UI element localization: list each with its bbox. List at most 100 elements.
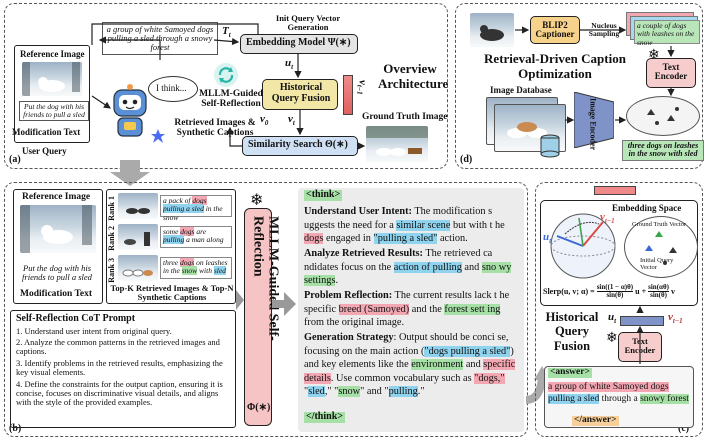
snowflake-icon-b: ❄ <box>250 192 264 209</box>
embedding-cloud-d <box>626 96 700 136</box>
ground-truth-label: Ground Truth Image <box>362 112 448 122</box>
embedding-space-label: Embedding Space <box>612 203 682 213</box>
retrieved-label: Retrieved Images & Synthetic Captions <box>174 118 256 138</box>
mllm-vertical-label: MLLM-Guided Self-Reflection <box>250 216 281 341</box>
answer-close-tag: </answer> <box>572 415 619 426</box>
cot-item-4: 4. Define the constraints for the output… <box>16 379 223 407</box>
panel-d-arrows <box>515 26 675 124</box>
user-query-label: User Query <box>22 146 67 156</box>
image-database-label: Image Database <box>490 85 552 95</box>
panel-c <box>535 182 703 437</box>
snowflake-icon-c: ❄ <box>606 331 618 346</box>
answer-open-tag: <answer> <box>548 367 592 378</box>
u-t-bar-label: ut <box>608 311 617 326</box>
user-query-box <box>14 45 90 143</box>
retrieval-driven-title: Retrieval-Driven Caption Optimization <box>484 51 626 81</box>
panel-a-tag: (a) <box>9 154 21 165</box>
cot-prompt-box <box>10 310 236 428</box>
embedding-model-box[interactable] <box>240 34 358 54</box>
mllm-symbol: Φ(∗) <box>247 402 271 413</box>
panel-a-arrows <box>91 23 366 150</box>
robot-icon <box>100 82 160 142</box>
historical-query-fusion-title: Historical Query Fusion <box>545 310 599 353</box>
mllm-guided-label: MLLM-Guided Self-Reflection <box>199 89 263 109</box>
nucleus-label: Nucleus Sampling <box>588 21 620 38</box>
rank2-caption: some dogs are pulling a man along <box>160 226 232 248</box>
panel-b-tag: (b) <box>9 423 22 434</box>
v-t1-bar-label: vt−1 <box>668 311 683 326</box>
similarity-label: Similarity Search Θ(∗) <box>248 139 348 150</box>
blip-label: BLIP2 Captioner <box>535 20 575 40</box>
think-bubble <box>148 76 198 102</box>
similarity-search-box[interactable] <box>242 136 358 156</box>
database-icon <box>540 134 560 158</box>
t-t-label: Tt <box>222 25 231 40</box>
think-open-tag: <think> <box>304 189 343 201</box>
topk-label: Top-K Retrieved Images & Top-N Synthetic… <box>110 283 234 302</box>
panel-b-arrows <box>236 290 296 316</box>
v-t-minus-1-label: vt−1 <box>355 80 369 95</box>
ground-truth-vector-label: Ground Truth Vector <box>632 221 687 228</box>
think-section-1: Understand User Intent: The modification… <box>304 206 505 245</box>
text-encoder-box-d[interactable] <box>646 58 696 88</box>
historical-fusion-label: Historical Query Fusion <box>271 82 331 104</box>
cot-title: Self-Reflection CoT Prompt <box>16 313 136 324</box>
panel-a <box>4 3 448 169</box>
modification-text-label-b: Modification Text <box>20 289 93 299</box>
star-logo-icon <box>150 128 166 144</box>
topk-box <box>106 189 236 304</box>
panel-c-tag: (c) <box>678 423 690 434</box>
cot-item-3: 3. Identify problems in the retrieved re… <box>16 358 223 377</box>
think-section-4: Generation Strategy: Output should be co… <box>304 332 516 398</box>
rank3-image <box>118 255 158 281</box>
panel-c-arrows <box>636 305 644 364</box>
reference-image-label: Reference Image <box>20 49 85 59</box>
reference-image-b <box>20 205 96 253</box>
historical-fusion-box[interactable] <box>262 79 338 110</box>
rank1-caption: a pack of dogs pulling a sled in the sno… <box>160 195 232 221</box>
image-encoder-label: Image Encoder <box>588 98 598 151</box>
blip-captioner-box[interactable] <box>530 16 580 44</box>
reference-image <box>22 62 82 96</box>
embedding-model-label: Embedding Model Ψ(∗) <box>246 37 351 48</box>
query-box-b <box>13 189 103 304</box>
result-caption: three dogs on leashes in the snow with s… <box>622 140 704 161</box>
rank2-image <box>118 224 158 250</box>
u-t-label: ut <box>285 57 294 72</box>
v-zero-label: v0 <box>260 113 269 128</box>
text-encoder-label-d: Text Encoder <box>654 62 688 82</box>
caption-sample: a couple of dogs with leashes on the sno… <box>634 20 700 46</box>
think-bubble-text: I think... <box>156 83 187 93</box>
panel-d <box>455 3 703 169</box>
u-t-sphere-label: ut <box>543 231 552 246</box>
refresh-icon <box>214 63 238 87</box>
overview-title: Overview Architecture <box>378 61 449 91</box>
v-t-minus-1-bar <box>343 75 353 115</box>
answer-text: a group of white Samoyed dogs pulling a … <box>548 382 689 404</box>
init-query-label: Init Query Vector Generation <box>275 13 341 32</box>
reference-image-label-b: Reference Image <box>22 192 91 202</box>
rank3-caption: three dogs on leashes in the snow with s… <box>160 257 232 279</box>
vector-cloud <box>624 216 698 278</box>
rank1-image <box>118 193 158 219</box>
mllm-self-reflection-bar[interactable] <box>244 208 272 426</box>
red-vector-bar-top <box>594 186 636 195</box>
panel-d-tag: (d) <box>460 154 473 165</box>
think-section-2: Analyze Retrieved Results: The retrieved… <box>304 248 512 287</box>
down-arrow-a-to-b <box>110 160 150 186</box>
slerp-formula: Slerp(u, v; α) = sin((1 − α)θ)sin(θ) u +… <box>543 283 675 300</box>
ground-truth-image <box>366 126 428 162</box>
cot-item-2: 2. Analyze the common patterns in the re… <box>16 337 220 356</box>
v-t-label: vt <box>288 113 295 128</box>
cot-item-1: 1. Understand user intent from original … <box>16 326 172 336</box>
think-section-3: Problem Reflection: The current results … <box>304 290 510 329</box>
snowflake-icon-d: ❄ <box>648 48 660 63</box>
source-image <box>470 13 514 47</box>
panel-b <box>4 182 528 437</box>
modification-text-b: Put the dog with his friends to pull a s… <box>22 263 92 282</box>
embedding-sphere <box>543 210 623 282</box>
v-t1-sphere-label: vt−1 <box>600 211 615 226</box>
initial-query-vector-label: Initial Query Vector <box>640 257 674 271</box>
modification-text: Put the dog with his friends to pull a s… <box>19 101 89 121</box>
u-t-bar <box>620 316 664 326</box>
